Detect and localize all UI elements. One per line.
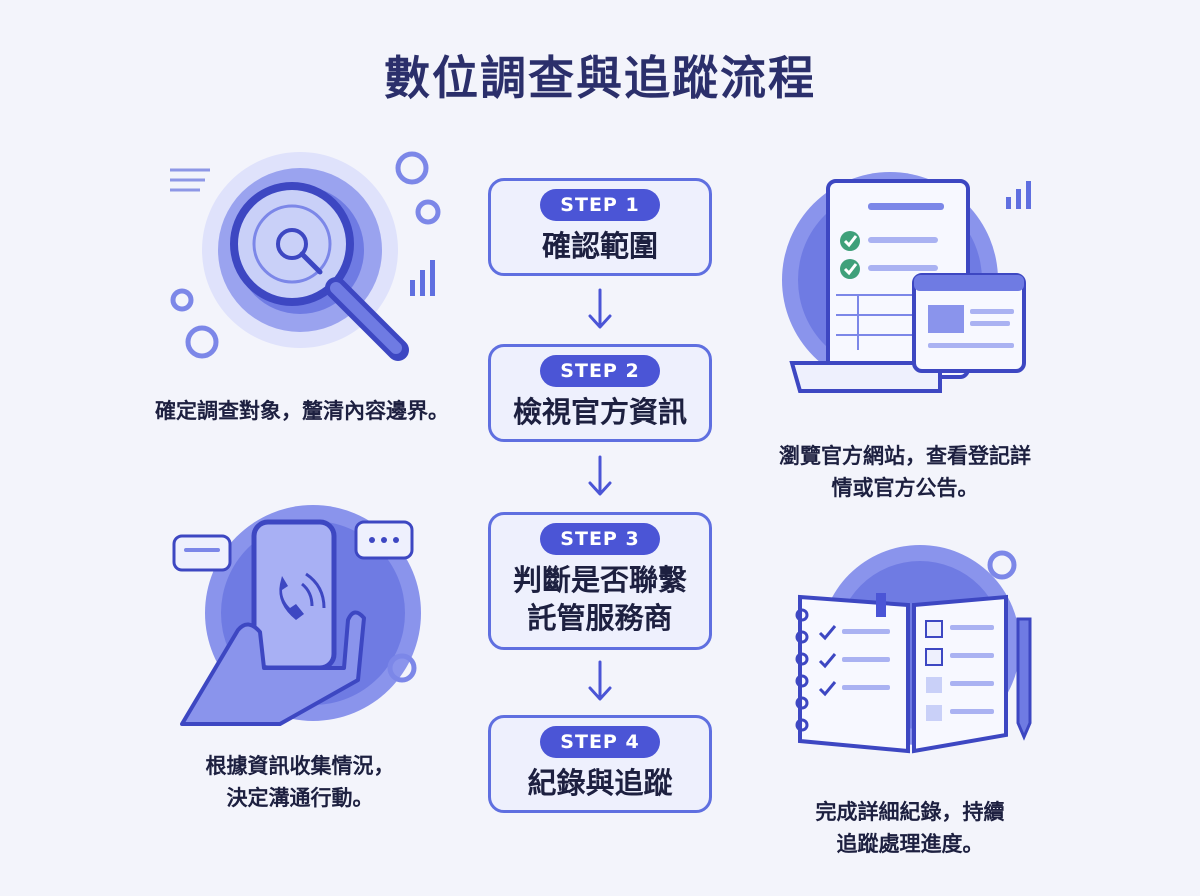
step-2-title: 檢視官方資訊 [512,395,687,429]
caption-bottom-left: 根據資訊收集情況， 決定溝通行動。 [160,750,440,814]
step-1-title: 確認範圍 [541,229,658,263]
step-3-badge: STEP 3 [540,523,660,555]
caption-bottom-left-line-2: 決定溝通行動。 [226,786,374,810]
step-4-title: 紀錄與追蹤 [527,766,673,800]
step-1-box: STEP 1 確認範圍 [488,178,712,276]
arrow-down-icon [588,660,612,701]
step-2-box: STEP 2 檢視官方資訊 [488,344,712,442]
magnifier-icon [170,151,441,361]
step-2-badge: STEP 2 [540,355,660,387]
step-1-badge: STEP 1 [540,189,660,221]
page-title: 數位調查與追蹤流程 [384,51,816,105]
document-checklist-icon [782,172,1031,393]
step-3-title-line-2: 託管服務商 [527,601,673,635]
caption-top-left: 確定調查對象，釐清內容邊界。 [132,395,472,427]
step-3-box: STEP 3 判斷是否聯繫 託管服務商 [488,512,712,650]
caption-bottom-right-line-2: 追蹤處理進度。 [836,832,984,856]
phone-call-icon [172,505,421,726]
caption-bottom-right: 完成詳細紀錄，持續 追蹤處理進度。 [770,796,1050,860]
step-4-box: STEP 4 紀錄與追蹤 [488,715,712,813]
caption-bottom-left-line-1: 根據資訊收集情況， [205,754,395,778]
caption-bottom-right-line-1: 完成詳細紀錄，持續 [815,800,1005,824]
caption-top-right: 瀏覽官方網站，查看登記詳 情或官方公告。 [745,440,1065,504]
caption-top-left-line-1: 確定調查對象，釐清內容邊界。 [155,399,449,423]
arrow-down-icon [588,455,612,496]
caption-top-right-line-1: 瀏覽官方網站，查看登記詳 [779,444,1031,468]
arrow-down-icon [588,288,612,329]
caption-top-right-line-2: 情或官方公告。 [831,476,979,500]
step-4-badge: STEP 4 [540,726,660,758]
step-3-title-line-1: 判斷是否聯繫 [512,563,687,597]
notebook-pen-icon [795,545,1032,754]
